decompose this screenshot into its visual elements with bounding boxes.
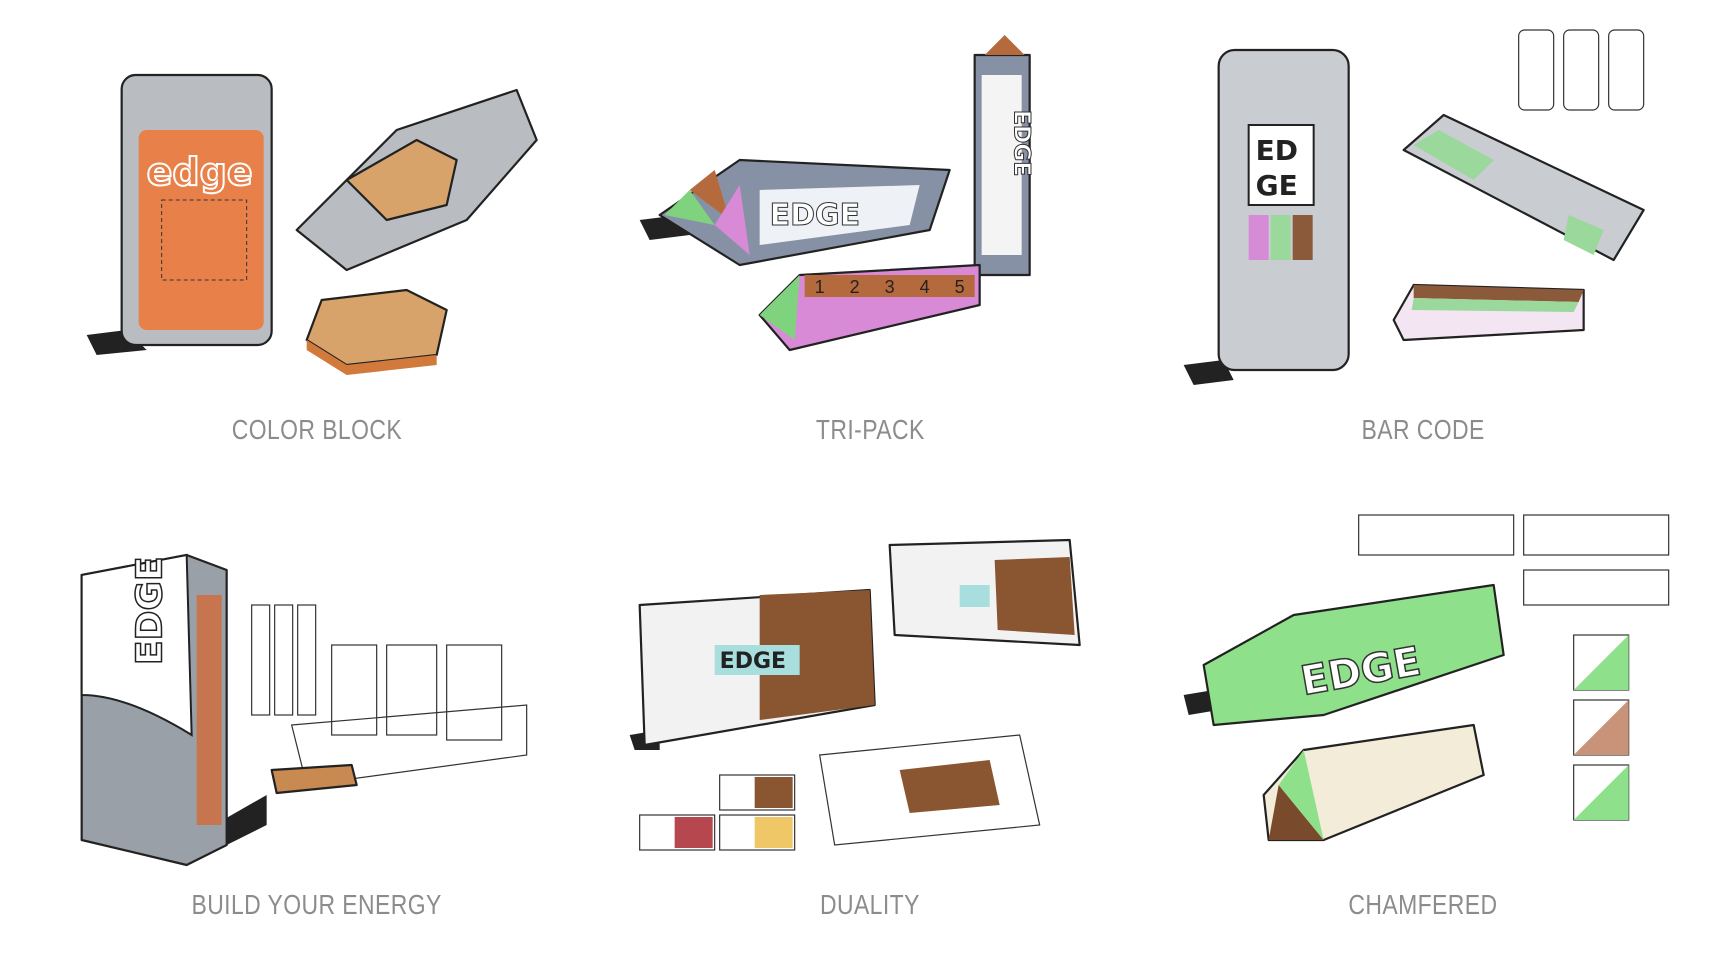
opened-wrapper bbox=[295, 88, 538, 272]
stripe-pink bbox=[1248, 215, 1269, 260]
edge-square-label bbox=[1247, 124, 1315, 206]
label-bottom: GE bbox=[1255, 169, 1297, 202]
tile-5: 5 bbox=[955, 277, 965, 297]
dispenser-wordmark: EDGE bbox=[130, 556, 171, 665]
concept-color-block: edge COLOR BLOCK bbox=[60, 20, 573, 475]
bar-cross-section bbox=[1392, 283, 1585, 342]
text-block bbox=[161, 199, 248, 281]
tall-wrapper bbox=[1217, 48, 1350, 372]
triangle-swatches bbox=[1572, 634, 1629, 821]
triangle-pink bbox=[714, 185, 750, 255]
color-block-sketch: edge bbox=[60, 20, 573, 410]
bar-strips bbox=[251, 604, 317, 716]
hexagon-bar-side bbox=[306, 340, 437, 375]
tri-pack-illustration: EDGE EDGE 1 2 3 4 5 bbox=[639, 35, 1034, 352]
stripe-brown bbox=[1292, 215, 1313, 260]
color-block-illustration: edge bbox=[86, 73, 538, 375]
bar-tray bbox=[290, 644, 528, 786]
brown-half bbox=[759, 590, 875, 720]
tri-pack-label bbox=[759, 185, 920, 245]
diagonal-wrapper bbox=[1402, 113, 1645, 262]
concept-caption: COLOR BLOCK bbox=[231, 414, 402, 445]
build-your-energy-illustration: EDGE bbox=[80, 553, 528, 867]
concept-caption: BAR CODE bbox=[1361, 414, 1485, 445]
tile-2: 2 bbox=[850, 277, 860, 297]
concept-bar-code: ED GE bbox=[1167, 20, 1680, 475]
tray-view bbox=[819, 734, 1041, 846]
tile-4: 4 bbox=[920, 277, 930, 297]
mini-cards bbox=[639, 774, 796, 851]
slot-column bbox=[196, 595, 222, 825]
shadow bbox=[1183, 360, 1234, 385]
upright-pack: EDGE bbox=[973, 35, 1034, 277]
concept-tri-pack: EDGE EDGE 1 2 3 4 5 TR bbox=[613, 20, 1126, 475]
tile-1: 1 bbox=[815, 277, 825, 297]
label-top: ED bbox=[1255, 134, 1297, 167]
tile-3: 3 bbox=[885, 277, 895, 297]
tri-pack-sketch: EDGE EDGE 1 2 3 4 5 bbox=[613, 20, 1126, 410]
concept-caption: BUILD YOUR ENERGY bbox=[191, 889, 442, 920]
teal-label bbox=[714, 645, 800, 675]
triangle-green bbox=[664, 190, 715, 225]
duality-illustration: EDGE bbox=[629, 538, 1082, 851]
concept-build-your-energy: EDGE BUILD YOUR ENERGY bbox=[60, 495, 573, 950]
build-your-energy-sketch: EDGE bbox=[60, 495, 573, 885]
concept-duality: EDGE DUAL bbox=[613, 495, 1126, 950]
concept-caption: TRI-PACK bbox=[815, 414, 925, 445]
mini-wrappers bbox=[1517, 29, 1644, 111]
triangle-brown bbox=[689, 170, 730, 220]
open-box bbox=[888, 538, 1082, 647]
duality-sketch: EDGE bbox=[613, 495, 1126, 885]
numbered-bar: 1 2 3 4 5 bbox=[758, 263, 982, 352]
concept-caption: DUALITY bbox=[820, 889, 920, 920]
stripe-green bbox=[1270, 215, 1291, 260]
chamfered-illustration: EDGE bbox=[1183, 514, 1669, 842]
chamfered-bar bbox=[1262, 723, 1485, 842]
pack-wordmark: edge bbox=[147, 150, 253, 194]
chamfered-sketch: EDGE bbox=[1167, 495, 1680, 885]
duality-wordmark: EDGE bbox=[720, 649, 786, 674]
chamfered-wrapper bbox=[1202, 583, 1505, 727]
concept-sketch-grid: edge COLOR BLOCK EDGE bbox=[60, 20, 1680, 950]
loose-bar bbox=[270, 763, 358, 795]
concept-caption: CHAMFERED bbox=[1348, 889, 1498, 920]
bar-code-illustration: ED GE bbox=[1183, 29, 1645, 385]
tri-pack-wordmark: EDGE bbox=[770, 198, 861, 233]
flat-wrappers bbox=[1357, 514, 1669, 606]
svg-text:EDGE: EDGE bbox=[1009, 110, 1034, 176]
curved-panel bbox=[80, 553, 193, 737]
bar-code-sketch: ED GE bbox=[1167, 20, 1680, 410]
concept-chamfered: EDGE CHAMFERED bbox=[1167, 495, 1680, 950]
